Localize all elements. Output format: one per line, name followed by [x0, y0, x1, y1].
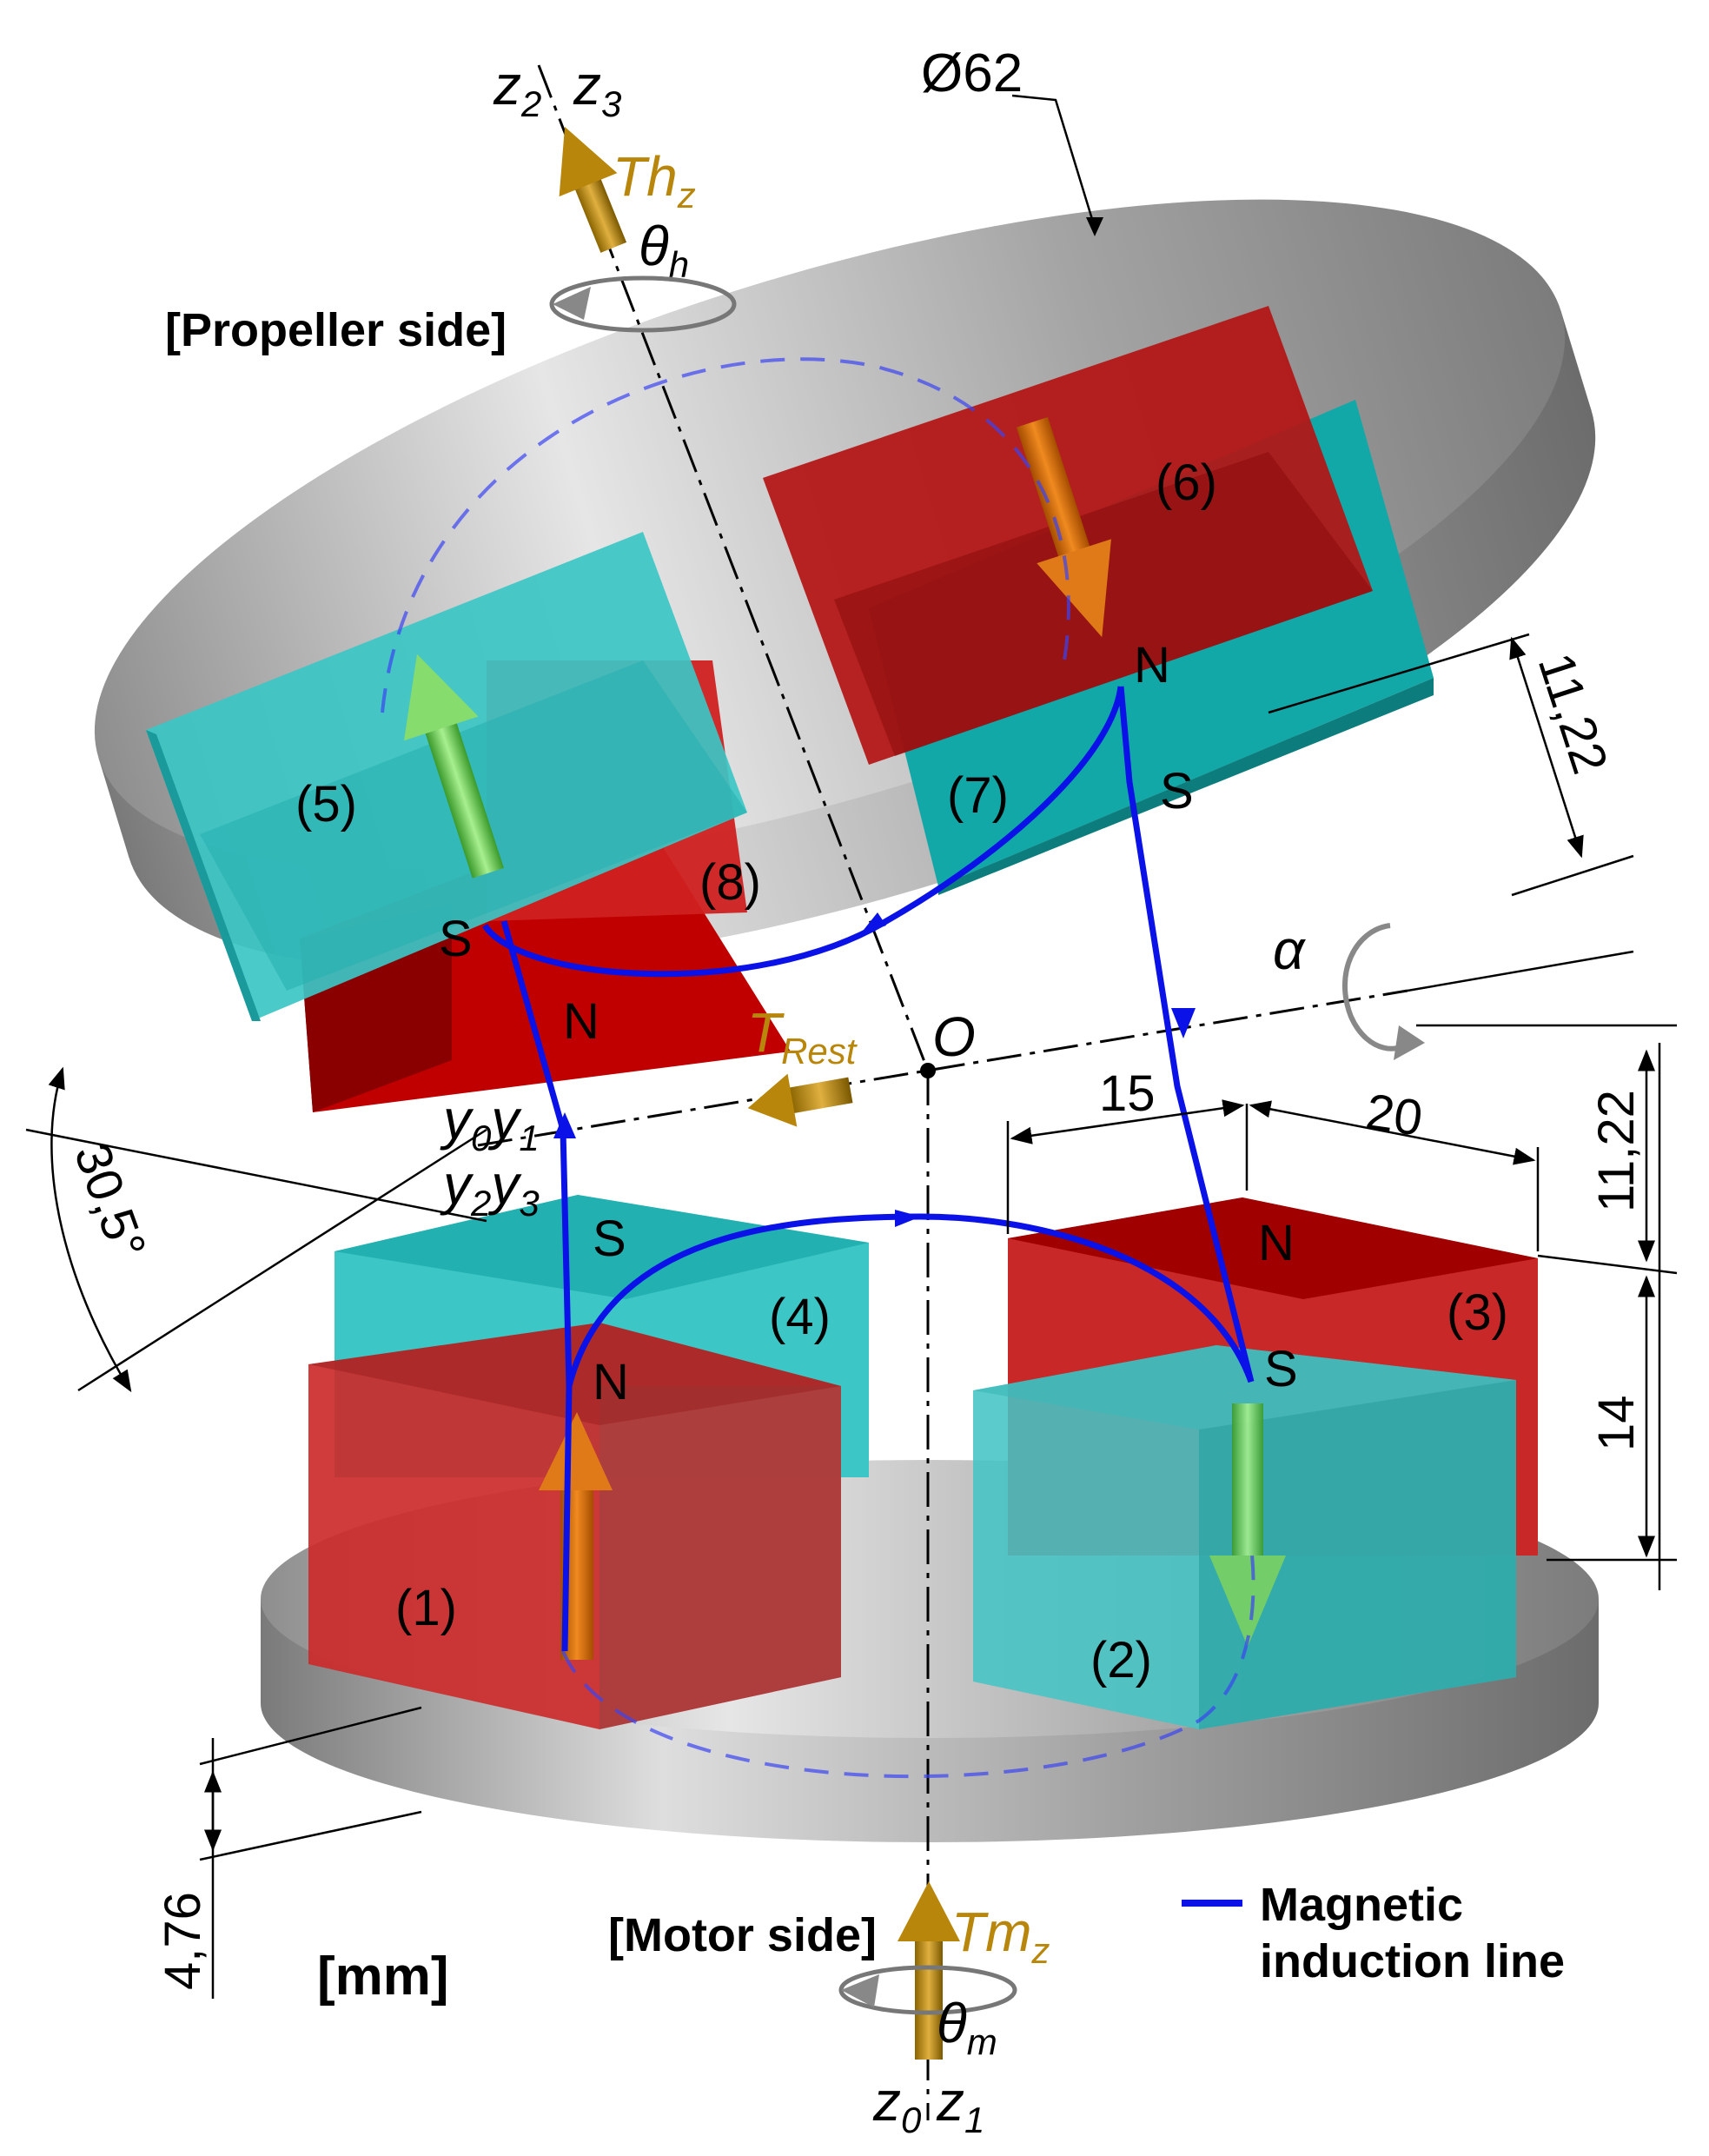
pole-s-2: S — [1264, 1341, 1298, 1397]
y0-y1-label: y0y1 — [440, 1088, 540, 1158]
svg-text:y2y3: y2y3 — [440, 1153, 540, 1224]
magnetization-arrow-6 — [1016, 417, 1111, 638]
motor-side-label: [Motor side] — [608, 1909, 877, 1961]
svg-text:θm: θm — [937, 1992, 997, 2062]
diameter-label: Ø62 — [921, 43, 1023, 103]
legend-line-1: Magnetic — [1260, 1879, 1463, 1931]
svg-text:z0: z0 — [872, 2070, 922, 2140]
thz-label: Thz — [613, 145, 696, 216]
pole-s-7: S — [1160, 763, 1194, 819]
dim-magnet-height: 14 — [1588, 1395, 1645, 1451]
trest-torque-arrow — [747, 1073, 853, 1127]
svg-text:Thz: Thz — [613, 145, 696, 216]
thz-torque-arrow — [559, 126, 627, 253]
magnet-label-3: (3) — [1447, 1284, 1508, 1341]
magnet-label-4: (4) — [769, 1289, 831, 1345]
trest-label: TRest — [747, 1001, 858, 1071]
svg-text:θh: θh — [639, 215, 689, 285]
magnet-label-7: (7) — [947, 767, 1009, 824]
tmz-label: Tmz — [951, 1901, 1050, 1971]
magnet-label-1: (1) — [395, 1580, 457, 1636]
origin-point — [920, 1063, 936, 1078]
dimension-lines — [25, 94, 1678, 1999]
dim-magnet-width: 20 — [1362, 1084, 1426, 1147]
pole-n-6: N — [1134, 637, 1170, 693]
svg-text:z2: z2 — [493, 54, 541, 124]
svg-text:z3: z3 — [573, 54, 621, 124]
magnet-label-5: (5) — [295, 776, 357, 833]
alpha-rotation-icon — [1341, 923, 1425, 1060]
z2-label: z2 — [493, 54, 541, 124]
dim-disk-thickness: 4,76 — [155, 1892, 211, 1990]
alpha-label: α — [1273, 919, 1306, 981]
tmz-torque-arrow — [898, 1881, 960, 2060]
legend-line-2: induction line — [1260, 1935, 1565, 1987]
propeller-side-label: [Propeller side] — [165, 304, 507, 356]
svg-text:TRest: TRest — [747, 1001, 858, 1071]
svg-text:y0y1: y0y1 — [440, 1088, 540, 1158]
svg-text:Tmz: Tmz — [951, 1901, 1050, 1971]
pole-s-4: S — [593, 1211, 626, 1267]
magnetic-induction-lines — [381, 357, 1255, 1778]
dim-tilt-angle: 30,5° — [63, 1136, 157, 1266]
legend: Magnetic induction line — [1182, 1879, 1565, 1987]
dim-gap-top: 11,22 — [1527, 647, 1619, 780]
pole-s-5: S — [439, 911, 473, 967]
magnet-label-2: (2) — [1090, 1632, 1152, 1688]
theta-m-label: θm — [937, 1992, 997, 2062]
y2-y3-label: y2y3 — [440, 1153, 540, 1224]
dim-spacing: 15 — [1099, 1065, 1156, 1122]
z0-label: z0 — [872, 2070, 922, 2140]
pole-n-1: N — [593, 1354, 629, 1410]
magnetization-arrow-2 — [1209, 1403, 1286, 1647]
units-label: [mm] — [317, 1947, 449, 2007]
dim-gap-right: 11,22 — [1588, 1090, 1645, 1212]
magnet-label-8: (8) — [699, 854, 761, 911]
theta-h-label: θh — [639, 215, 689, 285]
z1-label: z1 — [936, 2070, 984, 2140]
pole-n-8: N — [563, 993, 599, 1050]
pole-n-3: N — [1258, 1215, 1295, 1271]
magnetization-arrow-5 — [403, 653, 504, 879]
theta-h-rotation-icon — [549, 275, 737, 333]
svg-text:z1: z1 — [936, 2070, 984, 2140]
origin-label: O — [932, 1005, 976, 1068]
magnet-label-6: (6) — [1156, 454, 1217, 511]
z3-label: z3 — [573, 54, 621, 124]
y-axis — [477, 989, 1408, 1147]
theta-m-rotation-icon — [838, 1965, 1017, 2015]
